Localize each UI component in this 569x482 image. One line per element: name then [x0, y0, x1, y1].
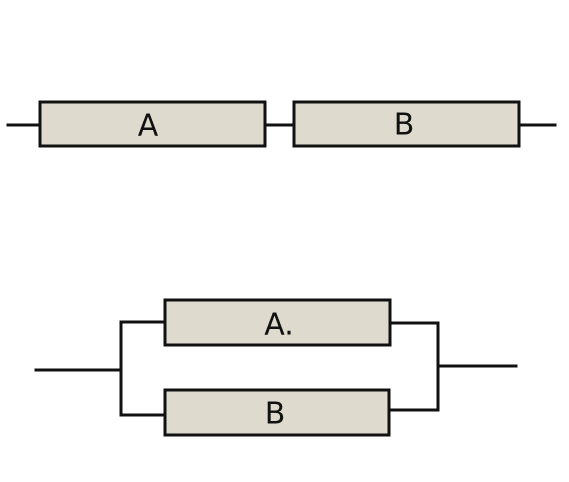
- parallel-block-b: [163, 388, 391, 437]
- parallel-block-a-label: A.: [264, 308, 294, 343]
- parallel-circuit: A. B: [34, 298, 518, 437]
- parallel-block-b-label: B: [265, 397, 286, 432]
- series-block-b-label: B: [394, 108, 415, 143]
- parallel-block-a: [163, 298, 392, 347]
- series-circuit: A B: [6, 100, 557, 148]
- series-block-a-label: A: [138, 109, 159, 144]
